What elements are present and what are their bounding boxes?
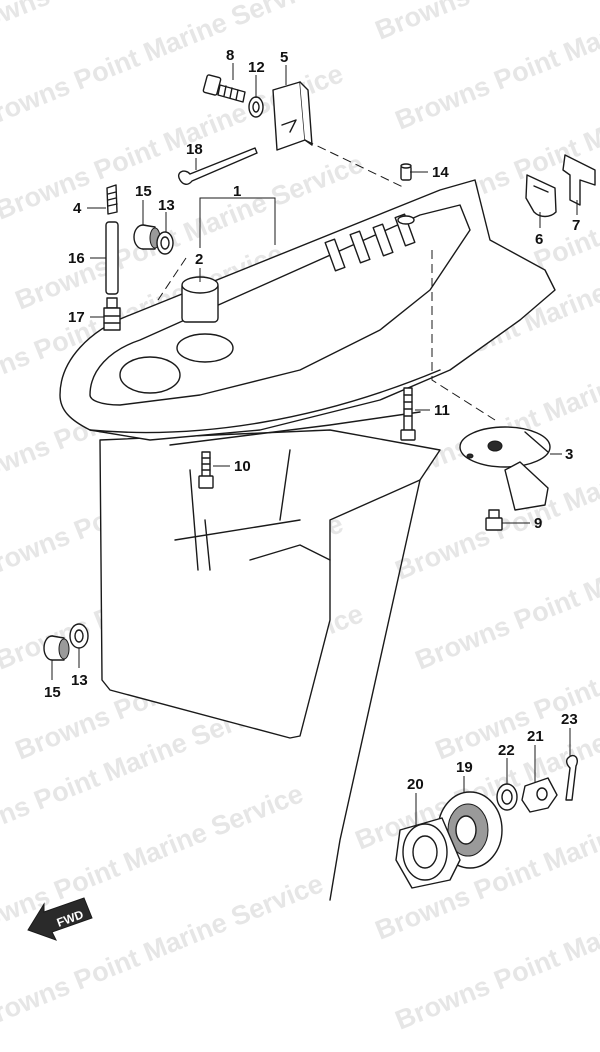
anode-3 — [459, 426, 551, 511]
callout-15: 15 — [44, 684, 61, 701]
deck-rib-3 — [372, 223, 394, 257]
washer-12 — [248, 96, 264, 118]
nut-21 — [521, 777, 558, 813]
callout-7: 7 — [572, 217, 580, 234]
body-crease-5 — [279, 449, 291, 521]
callout-22: 22 — [498, 742, 515, 759]
cover-5 — [272, 81, 313, 151]
callout-6: 6 — [535, 231, 543, 248]
callout-10: 10 — [234, 458, 251, 475]
callout-11: 11 — [434, 402, 450, 419]
bolt-9 — [485, 509, 503, 531]
bracket-7 — [562, 154, 596, 206]
fwd-arrow-icon — [27, 897, 93, 941]
callout-20: 20 — [407, 776, 424, 793]
cotter-pin-23 — [565, 754, 578, 801]
leader-lines — [51, 63, 578, 826]
gear-case-lower-body — [99, 429, 441, 739]
body-crease-2 — [249, 544, 331, 561]
callout-9: 9 — [534, 515, 542, 532]
bolt-8 — [202, 74, 246, 103]
deck-rib-1 — [324, 238, 346, 272]
deck-bore-left — [119, 356, 181, 394]
callout-17: 17 — [68, 309, 85, 326]
deck-bore-center — [176, 333, 234, 363]
bolt-10 — [198, 451, 214, 489]
callout-13: 13 — [158, 197, 175, 214]
flange-edge-line — [89, 369, 441, 434]
body-crease-4 — [204, 519, 211, 571]
bracket-6 — [525, 174, 557, 218]
water-tube-assembly — [103, 184, 121, 331]
deck-rib-2 — [349, 230, 371, 264]
callout-23: 23 — [561, 711, 578, 728]
callout-15: 15 — [135, 183, 152, 200]
callout-18: 18 — [186, 141, 203, 158]
stud-14-bore — [397, 215, 415, 225]
callout-16: 16 — [68, 250, 85, 267]
tie-18 — [178, 147, 258, 185]
callout-4: 4 — [73, 200, 82, 217]
callout-14: 14 — [432, 164, 449, 181]
thrust-washer-20 — [395, 817, 461, 889]
callout-5: 5 — [280, 49, 288, 66]
plug-15-top — [133, 224, 161, 250]
body-crease-3 — [189, 469, 199, 571]
callout-21: 21 — [527, 728, 544, 745]
callout-1: 1 — [233, 183, 241, 200]
plug-15-lower — [43, 635, 70, 661]
callout-13: 13 — [71, 672, 88, 689]
bolt-11 — [400, 387, 416, 441]
gasket-13-lower — [69, 623, 89, 649]
callout-labels: 8 12 5 18 14 1 4 15 13 16 2 17 6 7 11 3 … — [44, 47, 580, 793]
gear-case-housing — [59, 179, 556, 901]
gasket-13-top — [156, 231, 174, 255]
forward-direction-arrow: FWD — [27, 897, 93, 941]
pin-14 — [400, 163, 412, 181]
callout-8: 8 — [226, 47, 234, 64]
callout-3: 3 — [565, 446, 573, 463]
washer-22 — [496, 783, 518, 811]
callout-2: 2 — [195, 251, 203, 268]
callout-12: 12 — [248, 59, 265, 76]
callout-19: 19 — [456, 759, 473, 776]
skeg-line — [329, 479, 421, 901]
flange-lower-line — [169, 411, 421, 446]
